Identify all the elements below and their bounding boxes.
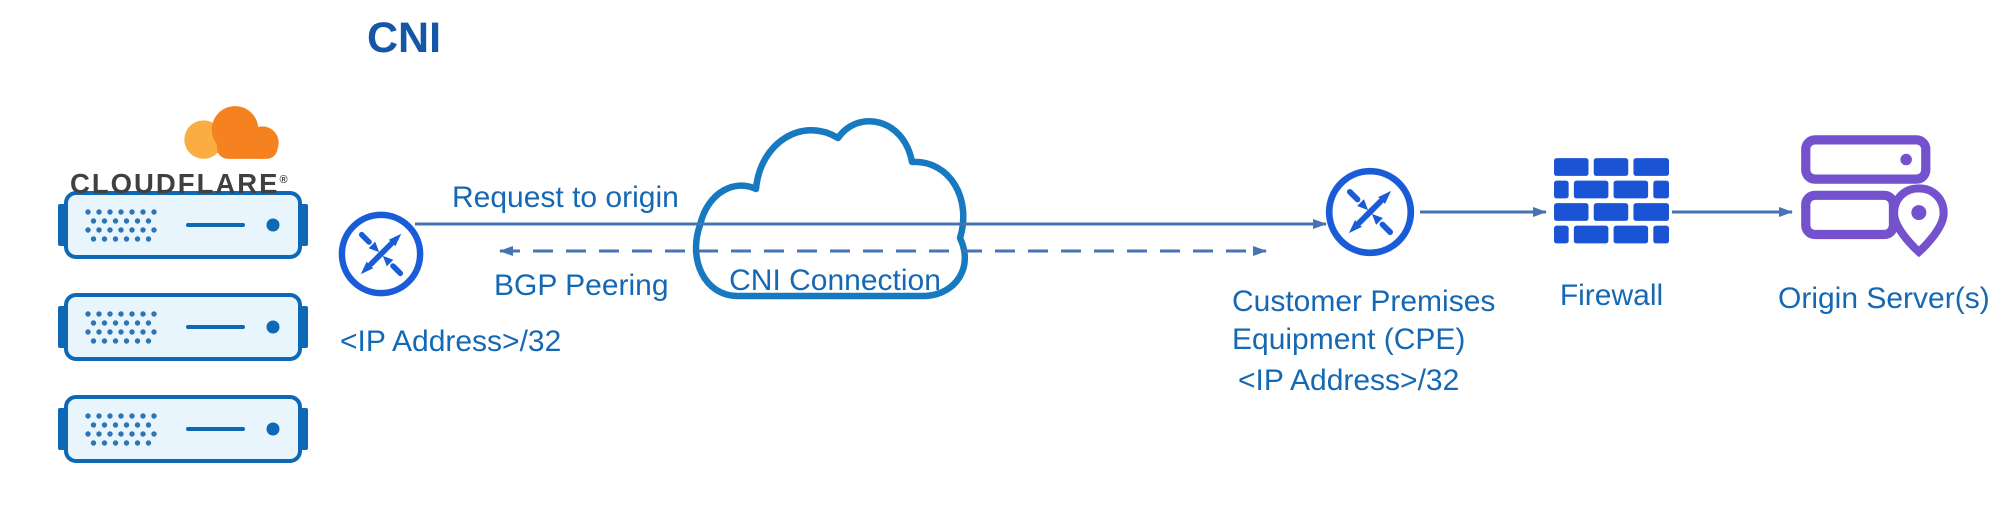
cpe-ip-label: <IP Address>/32	[1238, 364, 1460, 397]
bgp-peering-label: BGP Peering	[494, 269, 669, 302]
server-icon	[58, 190, 308, 260]
diagram-title: CNI	[367, 14, 442, 62]
registered-mark: ®	[279, 173, 288, 186]
firewall-icon	[1554, 158, 1669, 244]
cpe-router-icon	[1322, 164, 1418, 260]
origin-servers-icon	[1801, 135, 1948, 258]
cpe-label: Customer Premises Equipment (CPE)	[1232, 285, 1496, 356]
edge-router-ip-label: <IP Address>/32	[340, 325, 562, 358]
request-to-origin-label: Request to origin	[452, 181, 679, 214]
cni-connection-label: CNI Connection	[729, 264, 941, 297]
cloudflare-wordmark-text: CLOUDFLARE	[70, 168, 280, 199]
cloudflare-wordmark: CLOUDFLARE®	[70, 168, 288, 200]
server-icon	[58, 394, 308, 464]
origin-servers-label: Origin Server(s)	[1778, 282, 1990, 315]
firewall-label: Firewall	[1559, 279, 1664, 312]
server-icon	[58, 292, 308, 362]
cloudflare-cloud-icon	[184, 106, 279, 159]
edge-router-icon	[335, 208, 427, 300]
